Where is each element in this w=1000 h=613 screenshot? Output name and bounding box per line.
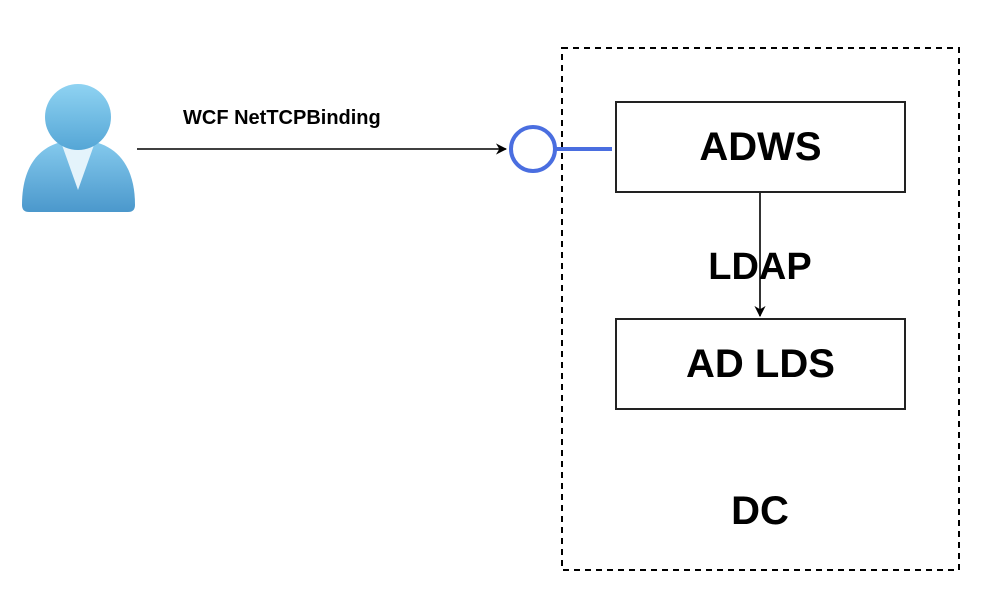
adws-node: ADWS: [615, 101, 906, 193]
dc-container-label: DC: [731, 489, 789, 533]
connection-label: WCF NetTCPBinding: [183, 107, 381, 129]
dc-container: [561, 47, 960, 571]
adlds-node: AD LDS: [615, 318, 906, 410]
user-collar: [62, 145, 94, 190]
ldap-label: LDAP: [708, 246, 812, 288]
user-head: [45, 84, 111, 150]
adws-label: ADWS: [699, 124, 822, 169]
interface-lollipop-icon: [509, 125, 612, 173]
adlds-label: AD LDS: [686, 341, 835, 386]
user-icon: [22, 84, 135, 212]
